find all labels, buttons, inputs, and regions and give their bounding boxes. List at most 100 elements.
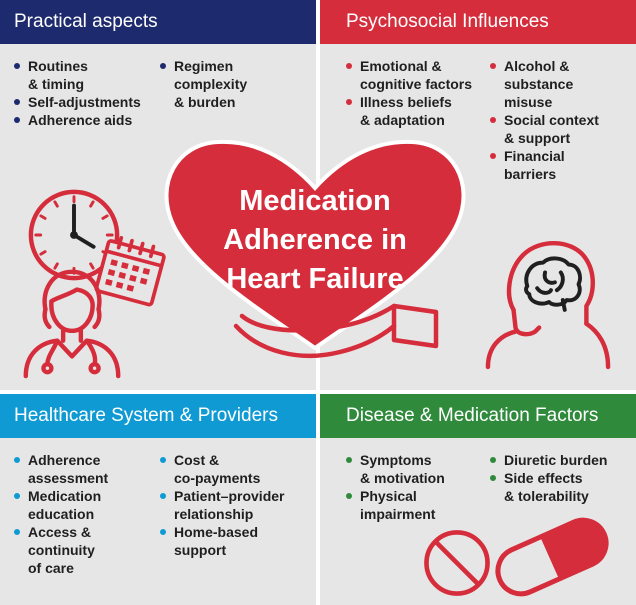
- list-item-line: Financial: [504, 148, 565, 164]
- practical-list-col2: Regimen complexity & burden: [160, 57, 310, 111]
- list-item: Medication education: [14, 487, 164, 523]
- clock-icon: [28, 189, 120, 281]
- list-item: Adherence aids: [14, 111, 162, 129]
- bullet-dot: [346, 63, 352, 69]
- bullet-dot: [160, 529, 166, 535]
- bullet-dot: [14, 493, 20, 499]
- quadrant-title: Psychosocial Influences: [320, 0, 636, 44]
- list-item-line: continuity: [28, 542, 95, 558]
- list-item-line: education: [28, 506, 95, 522]
- bullet-dot: [346, 99, 352, 105]
- bullet-dot: [346, 457, 352, 463]
- calendar-icon: [94, 235, 166, 307]
- list-item-line: & support: [504, 130, 571, 146]
- list-item: Social context & support: [490, 111, 635, 147]
- list-item-line: Illness beliefs: [360, 94, 452, 110]
- list-item-line: Emotional &: [360, 58, 442, 74]
- head-brain-icon: [485, 241, 611, 370]
- list-item-line: & tolerability: [504, 488, 589, 504]
- bullet-dot: [490, 457, 496, 463]
- list-item-line: Adherence: [28, 452, 101, 468]
- capsule-icon: [495, 517, 609, 597]
- list-item-line: Routines: [28, 58, 88, 74]
- list-item-line: & timing: [28, 76, 84, 92]
- bullet-dot: [14, 117, 20, 123]
- list-item: Routines & timing: [14, 57, 162, 93]
- quadrant-title: Healthcare System & Providers: [0, 394, 316, 438]
- pill-icon: [424, 530, 490, 596]
- list-item-line: substance: [504, 76, 574, 92]
- list-item-line: Access &: [28, 524, 92, 540]
- list-item-line: Regimen: [174, 58, 234, 74]
- list-item: Financial barriers: [490, 147, 635, 183]
- quadrant-title: Disease & Medication Factors: [320, 394, 636, 438]
- list-item-line: relationship: [174, 506, 254, 522]
- list-item-line: Medication: [28, 488, 102, 504]
- list-item: Self-adjustments: [14, 93, 162, 111]
- list-item: Alcohol & substance misuse: [490, 57, 635, 111]
- bullet-dot: [490, 475, 496, 481]
- heart-icon: [164, 139, 466, 359]
- list-item-line: Social context: [504, 112, 599, 128]
- center-title-line3: Heart Failure: [226, 263, 404, 295]
- list-item-line: Side effects: [504, 470, 583, 486]
- list-item: Emotional & cognitive factors: [346, 57, 496, 93]
- list-item-line: Cost &: [174, 452, 220, 468]
- list-item: Physical impairment: [346, 487, 496, 523]
- quadrant-title: Practical aspects: [0, 0, 316, 44]
- list-item-line: of care: [28, 560, 74, 576]
- list-item-line: Alcohol &: [504, 58, 570, 74]
- bullet-dot: [14, 529, 20, 535]
- bullet-dot: [346, 493, 352, 499]
- bullet-dot: [490, 153, 496, 159]
- bullet-dot: [14, 457, 20, 463]
- bullet-dot: [160, 493, 166, 499]
- list-item: Patient–provider relationship: [160, 487, 314, 523]
- center-title-line2: Adherence in: [223, 224, 407, 256]
- list-item-line: Self-adjustments: [28, 94, 141, 110]
- list-item-line: & motivation: [360, 470, 445, 486]
- bullet-dot: [160, 63, 166, 69]
- list-item-line: & burden: [174, 94, 236, 110]
- list-item: Cost &co-payments: [160, 451, 314, 487]
- list-item-line: barriers: [504, 166, 557, 182]
- list-item-line: Home-based: [174, 524, 259, 540]
- bullet-dot: [160, 457, 166, 463]
- list-item-line: Patient–provider: [174, 488, 285, 504]
- list-item-line: support: [174, 542, 227, 558]
- divider-horizontal: [0, 390, 636, 394]
- list-item: Access & continuity of care: [14, 523, 164, 577]
- list-item-line: Diuretic burden: [504, 452, 608, 468]
- bullet-dot: [14, 99, 20, 105]
- list-item-line: complexity: [174, 76, 248, 92]
- bullet-dot: [14, 63, 20, 69]
- list-item-line: Symptoms: [360, 452, 432, 468]
- clinician-icon: [23, 269, 121, 379]
- list-item: Diuretic burden: [490, 451, 635, 469]
- bullet-dot: [490, 63, 496, 69]
- list-item: Home-based support: [160, 523, 314, 559]
- open-hand-icon: [233, 303, 439, 359]
- list-item: Symptoms & motivation: [346, 451, 496, 487]
- quadrant-healthcare-system-providers: Healthcare System & Providers Adherence a…: [0, 394, 316, 605]
- list-item-line: misuse: [504, 94, 553, 110]
- list-item-line: & adaptation: [360, 112, 445, 128]
- list-item: Illness beliefs & adaptation: [346, 93, 496, 129]
- center-title-line1: Medication: [239, 185, 391, 217]
- list-item-line: impairment: [360, 506, 436, 522]
- quadrant-disease-medication-factors: Disease & Medication Factors Symptoms & m…: [320, 394, 636, 605]
- list-item-line: Physical: [360, 488, 417, 504]
- bullet-dot: [490, 117, 496, 123]
- list-item: Regimen complexity & burden: [160, 57, 310, 111]
- list-item: Side effects & tolerability: [490, 469, 635, 505]
- list-item-line: assessment: [28, 470, 109, 486]
- list-item-line: Adherence aids: [28, 112, 133, 128]
- list-item-line: cognitive factors: [360, 76, 473, 92]
